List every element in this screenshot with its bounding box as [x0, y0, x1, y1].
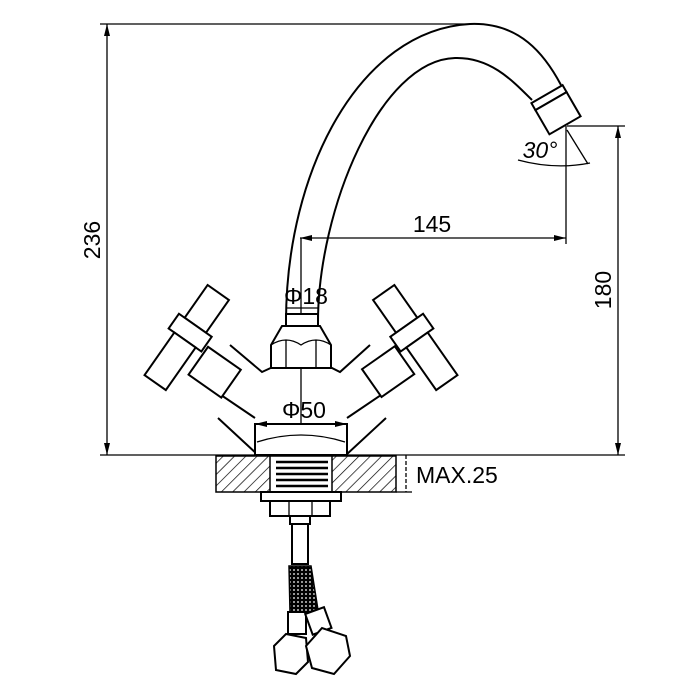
- spout: [285, 22, 582, 323]
- mounting-hardware: [260, 491, 352, 676]
- height-dimension-236: 236: [79, 23, 470, 455]
- dimension-label-phi18: Φ18: [284, 283, 328, 309]
- pipe-diameter-dimension: Φ18: [284, 283, 328, 309]
- aerator-nozzle: [530, 83, 582, 136]
- base-flange: Φ50: [254, 397, 348, 456]
- hose-fitting-left: [272, 632, 310, 676]
- right-handle: [360, 283, 459, 399]
- dimension-label-180: 180: [590, 271, 616, 309]
- angle-dimension-30: 30°: [517, 129, 591, 167]
- dimension-label-max25: MAX.25: [416, 462, 498, 488]
- dimension-label-145: 145: [413, 211, 451, 237]
- height-dimension-180: 180: [567, 125, 625, 455]
- reach-dimension-145: 145: [300, 126, 567, 244]
- left-handle: [143, 283, 243, 400]
- dimension-label-phi50: Φ50: [282, 397, 326, 423]
- dimension-label-30deg: 30°: [523, 137, 558, 163]
- faucet-body: [189, 313, 413, 456]
- dimension-label-236: 236: [79, 221, 105, 259]
- braided-hose: [288, 565, 319, 616]
- countertop-section: MAX.25: [215, 455, 498, 493]
- hose-fitting-right: [304, 626, 352, 676]
